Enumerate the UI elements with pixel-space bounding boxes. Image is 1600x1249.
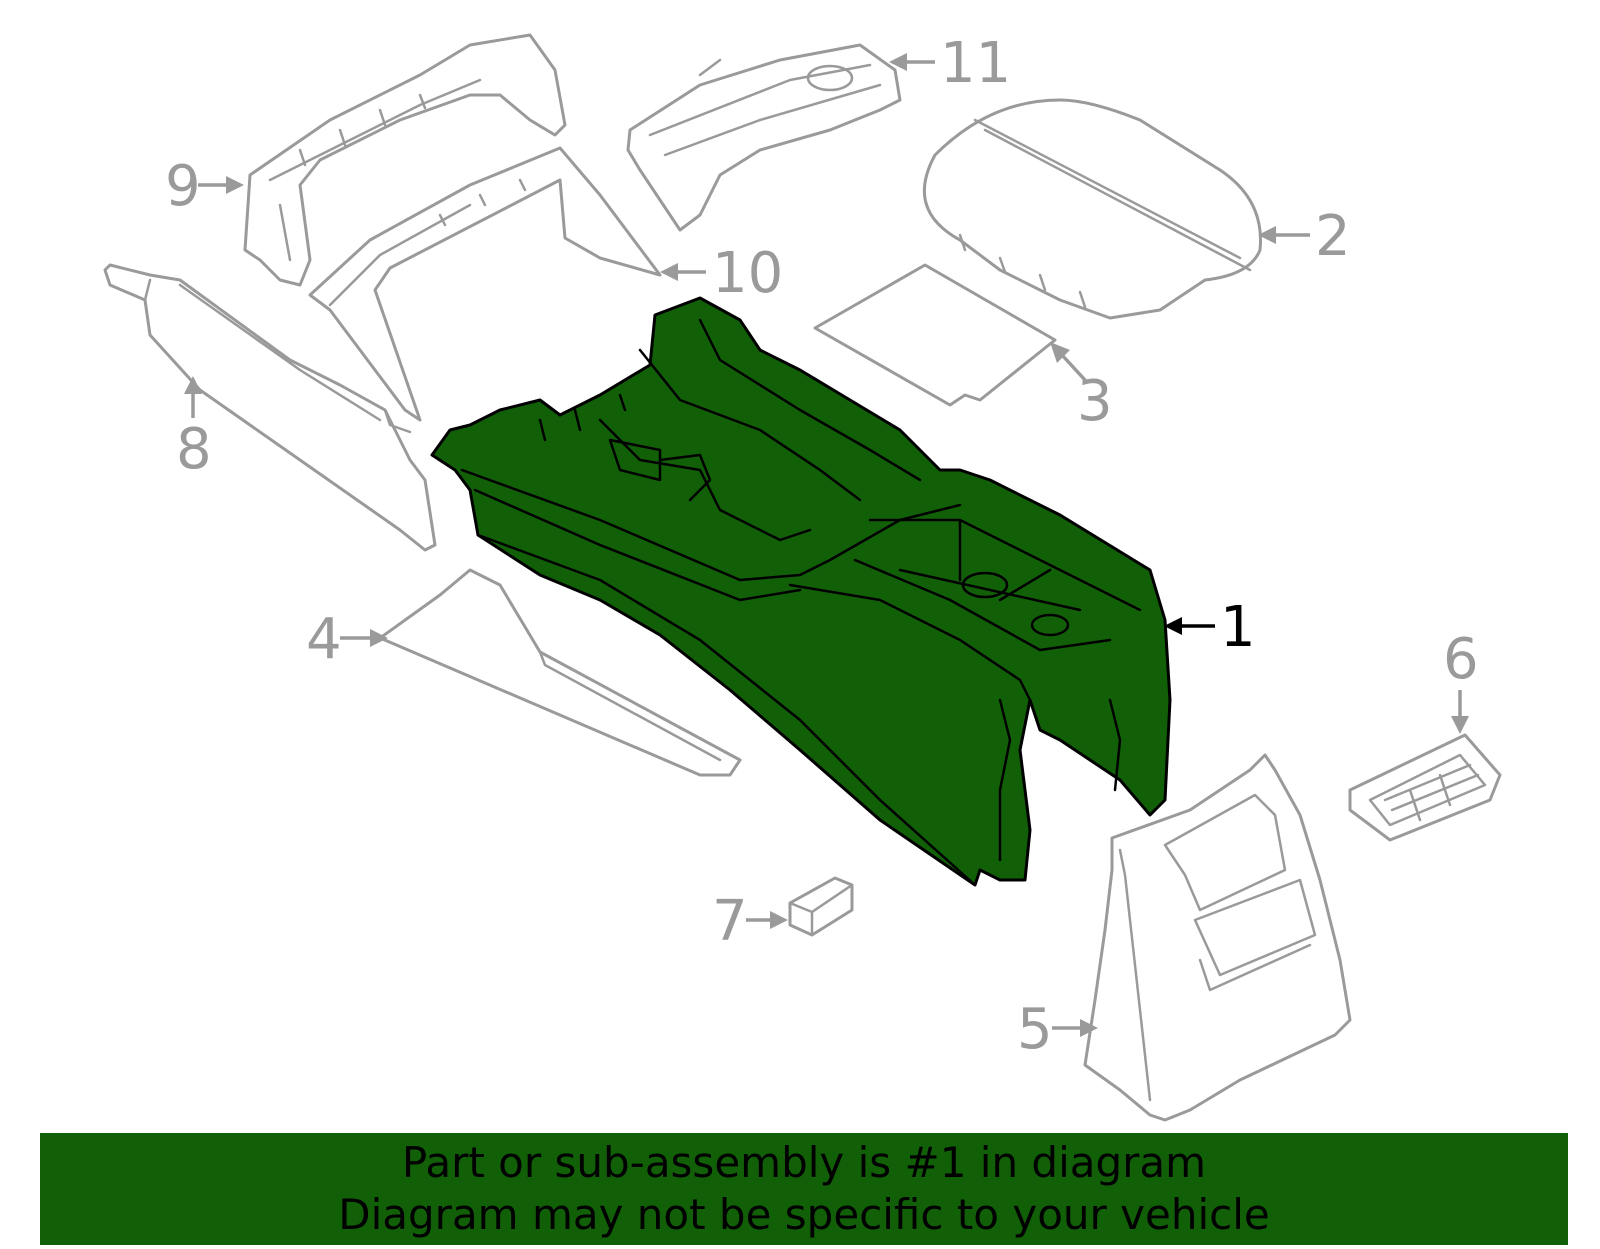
callout-7: 7 [712, 889, 788, 954]
info-banner: Part or sub-assembly is #1 in diagram Di… [40, 1133, 1568, 1245]
part-4-trim-strip[interactable] [378, 568, 742, 777]
callout-5-label: 5 [1017, 997, 1053, 1062]
part-3-pad[interactable] [813, 263, 1057, 407]
banner-line-1: Part or sub-assembly is #1 in diagram [401, 1138, 1207, 1187]
callout-2: 2 [1258, 204, 1351, 269]
part-5-rear-panel[interactable] [1083, 753, 1352, 1122]
callout-4: 4 [306, 607, 388, 672]
callout-1-label: 1 [1220, 595, 1256, 660]
part-11-tray[interactable] [626, 43, 902, 232]
part-8-side-panel[interactable] [103, 263, 437, 552]
callout-10-label: 10 [712, 241, 783, 306]
callout-6-label: 6 [1443, 627, 1479, 692]
part-6-vent[interactable] [1348, 733, 1502, 842]
banner-line-2: Diagram may not be specific to your vehi… [338, 1190, 1270, 1239]
callout-9-label: 9 [165, 154, 201, 219]
callout-5: 5 [1017, 997, 1098, 1062]
part-10-trim[interactable] [308, 146, 662, 422]
part-1-console-body[interactable] [430, 296, 1172, 887]
callout-3: 3 [1050, 342, 1113, 434]
callout-9: 9 [165, 154, 244, 219]
callout-11: 11 [889, 31, 1011, 96]
callout-10: 10 [660, 241, 783, 306]
callout-8: 8 [176, 376, 212, 482]
callout-6: 6 [1443, 627, 1479, 734]
callout-2-label: 2 [1315, 204, 1351, 269]
callout-4-label: 4 [306, 607, 342, 672]
callout-8-label: 8 [176, 417, 212, 482]
part-2-armrest-lid[interactable] [922, 98, 1262, 320]
callout-1: 1 [1164, 595, 1256, 660]
callout-11-label: 11 [940, 31, 1011, 96]
callout-7-label: 7 [712, 889, 748, 954]
part-7-clip[interactable] [788, 876, 854, 937]
callout-3-label: 3 [1077, 369, 1113, 434]
part-9-bracket[interactable] [243, 33, 567, 287]
